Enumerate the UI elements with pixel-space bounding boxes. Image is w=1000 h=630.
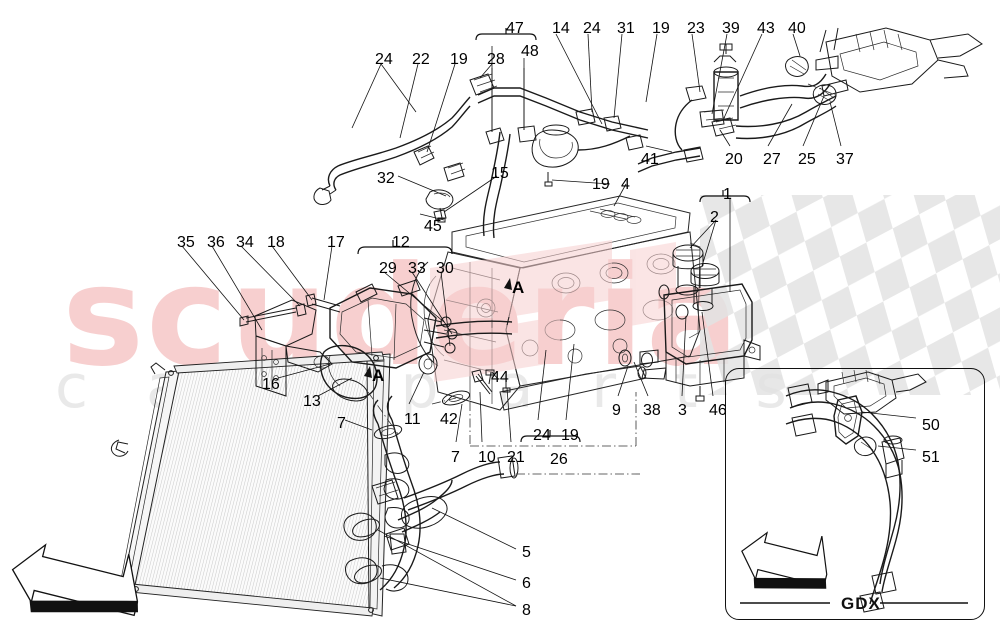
callout-32-19: 32 (377, 170, 395, 187)
callout-1-24: 1 (723, 186, 732, 203)
callout-7-37: 7 (337, 415, 346, 432)
lower-hose-assembly (343, 395, 519, 591)
gdx-caption: GDX (841, 594, 881, 613)
callout-19-2: 19 (450, 51, 468, 68)
callout-26-46: 26 (550, 451, 568, 468)
callout-31-8: 31 (617, 20, 635, 37)
gdx-inset-art (741, 369, 927, 613)
callout-27-16: 27 (763, 151, 781, 168)
callout-39-11: 39 (722, 20, 740, 37)
callout-24-44: 24 (533, 427, 551, 444)
callout-45-23: 45 (424, 218, 442, 235)
direction-arrow-main (11, 543, 139, 617)
callout-48-5: 48 (521, 43, 539, 60)
callout-16-35: 16 (262, 376, 280, 393)
callout-2-25: 2 (710, 209, 719, 226)
callout-6-52: 6 (522, 575, 531, 592)
callout-8-53: 8 (522, 602, 531, 619)
callout-11-38: 11 (404, 411, 421, 428)
callout-30-34: 30 (436, 260, 454, 277)
upper-hose-assembly (313, 68, 737, 239)
hose-clamps-top (413, 108, 737, 182)
callout-9-47: 9 (612, 402, 621, 419)
callout-35-26: 35 (177, 234, 195, 251)
callout-23-10: 23 (687, 20, 705, 37)
callout-43-12: 43 (757, 20, 775, 37)
callout-18-29: 18 (267, 234, 285, 251)
callout-14-6: 14 (552, 20, 570, 37)
callout-19-45: 19 (561, 427, 579, 444)
callout-34-28: 34 (236, 234, 254, 251)
callout-22-1: 22 (412, 51, 430, 68)
callout-4-22: 4 (621, 176, 630, 193)
section-mark-a-1: A (512, 278, 525, 297)
leader-lines (181, 33, 842, 607)
callout-10-42: 10 (478, 449, 496, 466)
radiator-assembly (110, 351, 410, 617)
callout-13-36: 13 (303, 393, 321, 410)
callout-15-20: 15 (491, 165, 509, 182)
dashdot-line-37 (807, 83, 839, 97)
callout-12-31: 12 (392, 234, 410, 251)
callout-5-51: 5 (522, 544, 531, 561)
expansion-tank (637, 244, 761, 402)
callout-47-4: 47 (506, 20, 524, 37)
callout-19-9: 19 (652, 20, 670, 37)
right-hose-assembly (637, 27, 983, 173)
callout-24-7: 24 (583, 20, 601, 37)
callout-41-14: 41 (641, 151, 659, 168)
callout-44-40: 44 (491, 369, 509, 386)
watermark-tint-overlay (430, 240, 676, 382)
gdx-inset-frame (725, 368, 985, 620)
inset-callout-50-0: 50 (922, 417, 940, 434)
callout-36-27: 36 (207, 234, 225, 251)
callout-28-3: 28 (487, 51, 505, 68)
callout-38-48: 38 (643, 402, 661, 419)
callout-19-21: 19 (592, 176, 610, 193)
callout-25-17: 25 (798, 151, 816, 168)
callout-29-32: 29 (379, 260, 397, 277)
callout-46-50: 46 (709, 402, 727, 419)
callout-42-39: 42 (440, 411, 458, 428)
misc-fittings (618, 349, 659, 367)
dashdot-enclosure-26 (469, 392, 637, 447)
section-mark-a-2: A (372, 366, 385, 385)
callout-20-15: 20 (725, 151, 743, 168)
inset-callout-51-1: 51 (922, 449, 940, 466)
callout-3-49: 3 (678, 402, 687, 419)
callout-7-41: 7 (451, 449, 460, 466)
dashdot-enclosure-7 (367, 391, 457, 435)
dimension-brackets (357, 28, 968, 604)
callout-33-33: 33 (408, 260, 426, 277)
callout-40-13: 40 (788, 20, 806, 37)
callout-21-43: 21 (507, 449, 525, 466)
callout-24-0: 24 (375, 51, 393, 68)
callout-17-30: 17 (327, 234, 345, 251)
callout-37-18: 37 (836, 151, 854, 168)
